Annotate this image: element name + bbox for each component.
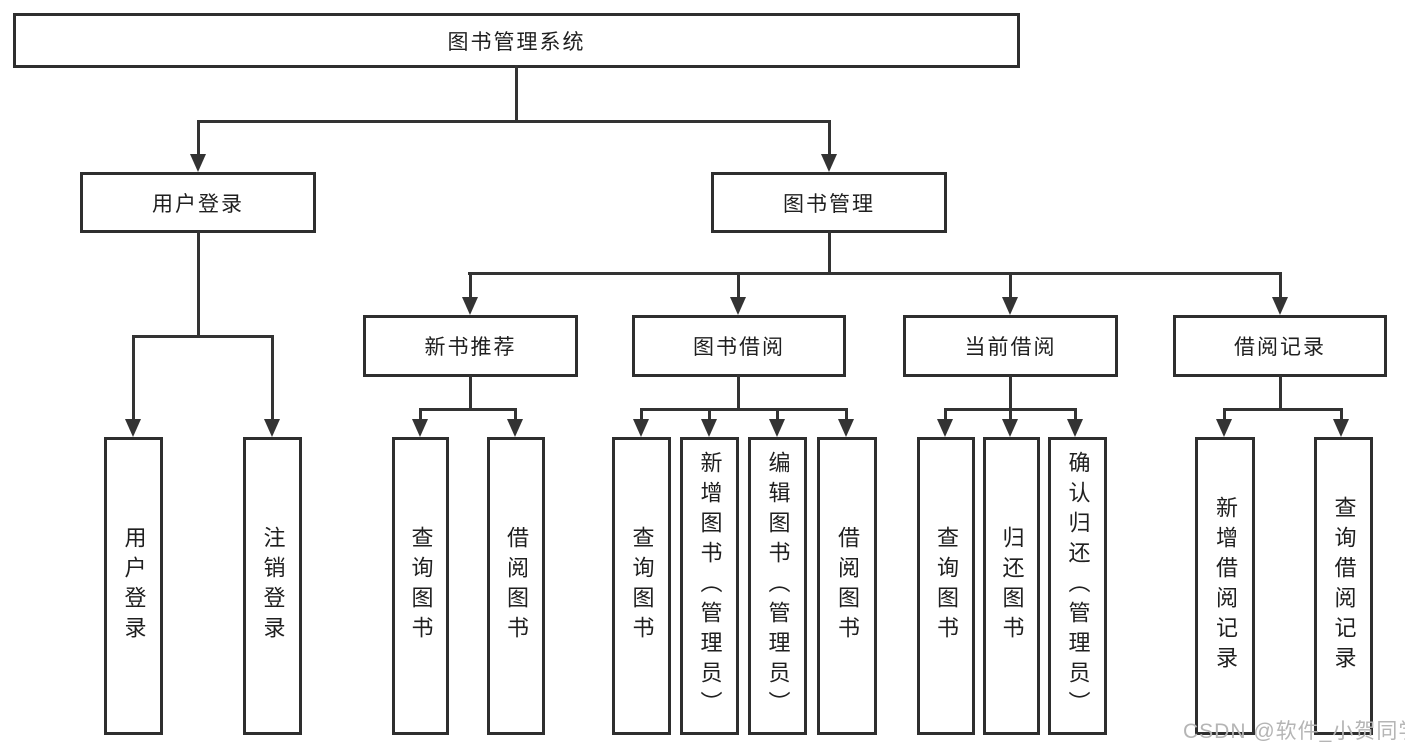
leaf-query-books-recommend: 查询图书 (392, 437, 449, 735)
connector-to-leaf (1074, 408, 1077, 421)
node-label: 借阅图书 (835, 526, 860, 646)
connector-to-new-book (469, 272, 472, 299)
connector-to-book-borrow (737, 272, 740, 299)
connector-mgmt-stub (828, 231, 831, 274)
arrow-down-icon (190, 154, 206, 172)
node-user-login: 用户登录 (80, 172, 316, 233)
leaf-user-login: 用户登录 (104, 437, 163, 735)
leaf-query-borrow-record: 查询借阅记录 (1314, 437, 1373, 735)
connector-to-leaf (514, 408, 517, 421)
leaf-query-books-current: 查询图书 (917, 437, 975, 735)
node-new-book-recommend: 新书推荐 (363, 315, 578, 377)
connector-to-leaf (1009, 408, 1012, 421)
node-label: 借阅图书 (504, 526, 529, 646)
arrow-down-icon (633, 419, 649, 437)
arrow-down-icon (937, 419, 953, 437)
node-label: 确认归还（管理员） (1065, 451, 1091, 721)
arrow-down-icon (821, 154, 837, 172)
node-label: 图书管理系统 (447, 30, 586, 54)
arrow-down-icon (507, 419, 523, 437)
node-label: 编辑图书（管理员） (765, 451, 791, 721)
arrow-down-icon (730, 297, 746, 315)
connector-to-leaf (132, 335, 135, 421)
leaf-add-borrow-record: 新增借阅记录 (1195, 437, 1255, 735)
node-label: 查询图书 (629, 526, 655, 646)
arrow-down-icon (769, 419, 785, 437)
connector-to-borrow-records (1279, 272, 1282, 299)
arrow-down-icon (838, 419, 854, 437)
node-label: 查询图书 (408, 526, 434, 646)
connector-recommend-hline (419, 408, 516, 411)
connector-to-user-login (197, 120, 200, 156)
leaf-edit-books-admin: 编辑图书（管理员） (748, 437, 807, 735)
connector-recommend-stub (469, 375, 472, 410)
node-label: 借阅记录 (1234, 336, 1326, 359)
arrow-down-icon (125, 419, 141, 437)
node-borrow-records: 借阅记录 (1173, 315, 1387, 377)
arrow-down-icon (1333, 419, 1349, 437)
connector-to-leaf (1223, 408, 1226, 421)
node-label: 当前借阅 (964, 336, 1057, 359)
node-label: 新增图书（管理员） (697, 451, 723, 721)
leaf-borrow-books-recommend: 借阅图书 (487, 437, 545, 735)
node-book-borrow: 图书借阅 (632, 315, 846, 377)
connector-to-leaf (640, 408, 643, 421)
node-current-borrow: 当前借阅 (903, 315, 1118, 377)
connector-to-leaf (419, 408, 422, 421)
node-book-management: 图书管理 (711, 172, 947, 233)
arrow-down-icon (1216, 419, 1232, 437)
leaf-borrow-books: 借阅图书 (817, 437, 877, 735)
connector-root-stub (515, 65, 518, 121)
watermark: CSDN @软件_小贺同学 (1183, 720, 1405, 743)
connector-to-leaf (1340, 408, 1343, 421)
arrow-down-icon (264, 419, 280, 437)
connector-borrow-stub (737, 375, 740, 410)
connector-records-hline (1223, 408, 1343, 411)
connector-mgmt-hline (468, 272, 1281, 275)
arrow-down-icon (1067, 419, 1083, 437)
arrow-down-icon (412, 419, 428, 437)
arrow-down-icon (1002, 297, 1018, 315)
node-label: 查询借阅记录 (1331, 496, 1357, 676)
node-label: 图书管理 (783, 192, 875, 216)
node-label: 用户登录 (121, 526, 147, 646)
connector-to-leaf (708, 408, 711, 421)
node-label: 用户登录 (152, 192, 244, 216)
node-label: 新增借阅记录 (1213, 496, 1238, 676)
leaf-confirm-return-admin: 确认归还（管理员） (1048, 437, 1107, 735)
node-label: 注销登录 (260, 526, 286, 646)
connector-borrow-hline (640, 408, 847, 411)
arrow-down-icon (462, 297, 478, 315)
connector-to-current-borrow (1009, 272, 1012, 299)
connector-to-book-management (828, 120, 831, 156)
connector-to-leaf (776, 408, 779, 421)
leaf-query-books-borrow: 查询图书 (612, 437, 671, 735)
node-label: 新书推荐 (424, 336, 517, 359)
leaf-return-books: 归还图书 (983, 437, 1040, 735)
connector-user-stub (197, 231, 200, 337)
leaf-add-books-admin: 新增图书（管理员） (680, 437, 739, 735)
node-label: 归还图书 (999, 526, 1025, 646)
connector-to-leaf (944, 408, 947, 421)
arrow-down-icon (1002, 419, 1018, 437)
connector-user-hline (132, 335, 274, 338)
node-library-management-system: 图书管理系统 (13, 13, 1020, 68)
connector-root-hline (197, 120, 831, 123)
connector-records-stub (1279, 375, 1282, 410)
node-label: 查询图书 (934, 526, 959, 646)
arrow-down-icon (701, 419, 717, 437)
leaf-logout: 注销登录 (243, 437, 302, 735)
arrow-down-icon (1272, 297, 1288, 315)
connector-to-leaf (271, 335, 274, 421)
connector-to-leaf (845, 408, 848, 421)
node-label: 图书借阅 (693, 336, 785, 359)
connector-current-stub (1009, 375, 1012, 410)
